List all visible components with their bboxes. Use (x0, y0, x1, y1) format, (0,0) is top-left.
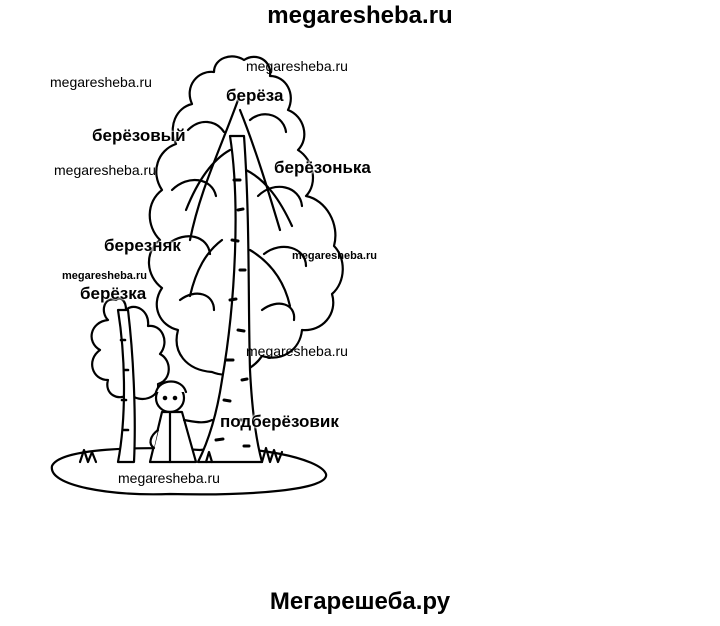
word-bereza: берёза (226, 86, 284, 105)
word-berezovyy: берёзовый (92, 126, 186, 145)
watermark: megaresheba.ru (62, 270, 147, 282)
watermark: megaresheba.ru (246, 343, 348, 359)
watermark: megaresheba.ru (54, 162, 156, 178)
word-berezonka: берёзонька (274, 158, 371, 177)
watermark: megaresheba.ru (118, 470, 220, 486)
watermark: megaresheba.ru (246, 58, 348, 74)
watermark: megaresheba.ru (292, 250, 377, 262)
small-tree-trunk (116, 308, 136, 464)
word-bereznyak: березняк (104, 236, 181, 255)
site-title: megaresheba.ru (267, 2, 453, 29)
footer-title: Мегарешеба.ру (269, 588, 451, 615)
word-berezka: берёзка (80, 284, 147, 303)
word-podberezovik: подберёзовик (220, 412, 339, 431)
girl-figure (148, 380, 214, 464)
watermark: megaresheba.ru (50, 74, 152, 90)
